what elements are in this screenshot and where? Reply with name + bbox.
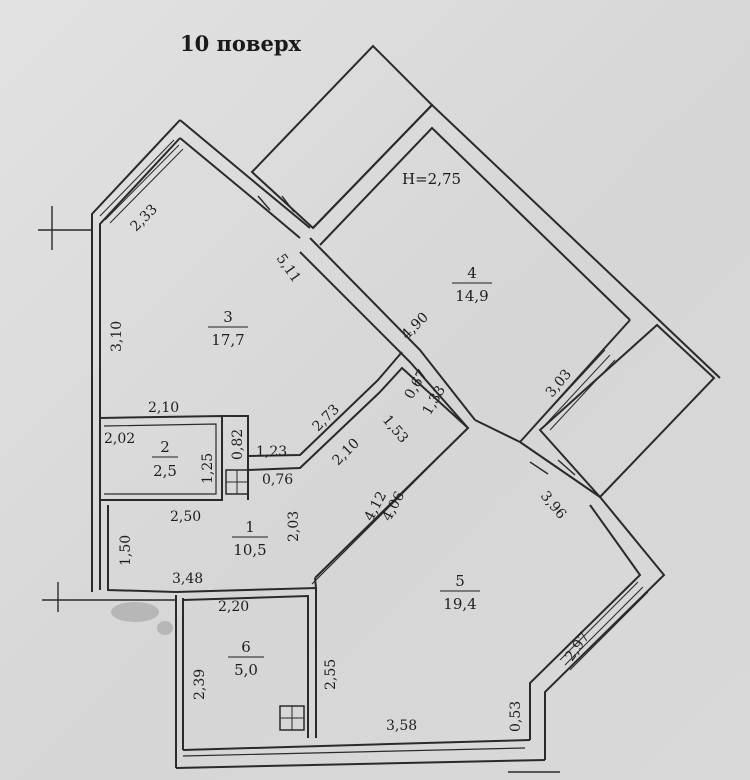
room2-inner bbox=[103, 423, 217, 495]
dim-1-53: 1,53 bbox=[379, 412, 411, 446]
dim-2-02: 2,02 bbox=[104, 431, 135, 447]
room-label-1: 1 10,5 bbox=[232, 518, 268, 559]
room-label-5: 5 19,4 bbox=[440, 572, 480, 613]
floor-title: 10 поверх bbox=[180, 31, 302, 56]
room3-room4-wall bbox=[309, 237, 476, 421]
room2-outline bbox=[99, 414, 223, 501]
dim-3-58: 3,58 bbox=[386, 718, 417, 734]
hall-bottom-joint bbox=[314, 577, 317, 589]
door-tick-4 bbox=[557, 459, 576, 476]
room6-wall-inner bbox=[182, 594, 309, 738]
room-number-2: 2 bbox=[160, 438, 170, 456]
wall-room5-top-inner bbox=[474, 419, 521, 443]
hall-room5-wall bbox=[314, 366, 470, 579]
exterior-wall-room4-outer bbox=[312, 103, 721, 379]
dim-1-50: 1,50 bbox=[118, 535, 134, 566]
dim-1-25: 1,25 bbox=[200, 453, 216, 484]
room-area-1: 10,5 bbox=[233, 541, 266, 559]
balcony-right bbox=[538, 323, 716, 499]
dim-3-96: 3,96 bbox=[537, 488, 569, 522]
room-number-5: 5 bbox=[455, 572, 465, 590]
room-area-2: 2,5 bbox=[153, 462, 177, 480]
exterior-wall-room4-inner bbox=[319, 126, 631, 321]
room-number-6: 6 bbox=[241, 638, 251, 656]
balcony-top bbox=[250, 44, 434, 230]
dim-0-76: 0,76 bbox=[262, 472, 293, 488]
smudge bbox=[111, 602, 159, 622]
dim-5-11: 5,11 bbox=[273, 251, 304, 286]
door-tick-3 bbox=[529, 461, 549, 475]
dim-2-10: 2,10 bbox=[148, 400, 179, 416]
exterior-wall-top-b bbox=[179, 137, 301, 239]
door-tick-2 bbox=[281, 195, 295, 213]
ceiling-height-label: H=2,75 bbox=[402, 170, 461, 188]
exterior-wall-room5-outer bbox=[544, 496, 666, 760]
exterior-wall-top-a bbox=[179, 119, 311, 229]
window-room4 bbox=[539, 349, 616, 431]
dim-0-82: 0,82 bbox=[230, 429, 246, 460]
hall-room5-wall-inner bbox=[311, 433, 463, 585]
door-tick-1 bbox=[257, 195, 271, 211]
room3-room4-wall-inner bbox=[299, 251, 469, 429]
room-label-6: 6 5,0 bbox=[228, 638, 264, 679]
dim-2-50: 2,50 bbox=[170, 509, 201, 525]
exterior-wall-room5-inner bbox=[529, 504, 642, 740]
dim-2-03: 2,03 bbox=[286, 511, 302, 542]
room-label-2: 2 2,5 bbox=[152, 438, 178, 480]
dim-2-55: 2,55 bbox=[323, 659, 339, 690]
vent-shaft-room2 bbox=[225, 469, 249, 495]
dim-1-23: 1,23 bbox=[256, 444, 287, 460]
exterior-wall-left-inner bbox=[99, 137, 181, 590]
dim-2-33: 2,33 bbox=[128, 201, 161, 234]
dim-0-53: 0,53 bbox=[508, 701, 524, 732]
smudge-2 bbox=[157, 621, 173, 635]
room-number-3: 3 bbox=[223, 308, 233, 326]
wall-room5-top bbox=[519, 441, 601, 498]
exterior-wall-left-outer bbox=[91, 119, 181, 592]
dim-3-48: 3,48 bbox=[172, 571, 203, 587]
dim-4-90: 4,90 bbox=[399, 309, 432, 342]
dim-2-10b: 2,10 bbox=[330, 435, 363, 468]
wall-room4-right bbox=[519, 319, 631, 443]
window-room5 bbox=[559, 581, 649, 671]
room-area-6: 5,0 bbox=[234, 661, 258, 679]
entry-marks bbox=[38, 206, 560, 773]
room-label-4: 4 14,9 bbox=[452, 264, 492, 305]
room-area-4: 14,9 bbox=[455, 287, 488, 305]
dim-2-97: 2,97 bbox=[562, 630, 593, 665]
dim-2-20: 2,20 bbox=[218, 599, 249, 615]
room-label-3: 3 17,7 bbox=[208, 308, 248, 349]
vent-shaft-room6 bbox=[279, 705, 305, 731]
room-area-5: 19,4 bbox=[443, 595, 476, 613]
room-area-3: 17,7 bbox=[211, 331, 244, 349]
dim-2-39: 2,39 bbox=[192, 669, 208, 700]
window-room3 bbox=[99, 139, 184, 224]
exterior-wall-bottom-mid bbox=[182, 747, 526, 757]
room1-partition-upper bbox=[247, 391, 381, 471]
exterior-wall-bottom-inner bbox=[182, 739, 531, 751]
exterior-wall-bottom-outer bbox=[175, 759, 546, 769]
room3-partition-lower bbox=[247, 351, 403, 457]
room-number-4: 4 bbox=[467, 264, 477, 282]
dim-3-03: 3,03 bbox=[543, 366, 575, 400]
room-number-1: 1 bbox=[245, 518, 255, 536]
dim-3-10: 3,10 bbox=[109, 321, 125, 352]
hall-left-wall bbox=[107, 505, 177, 593]
